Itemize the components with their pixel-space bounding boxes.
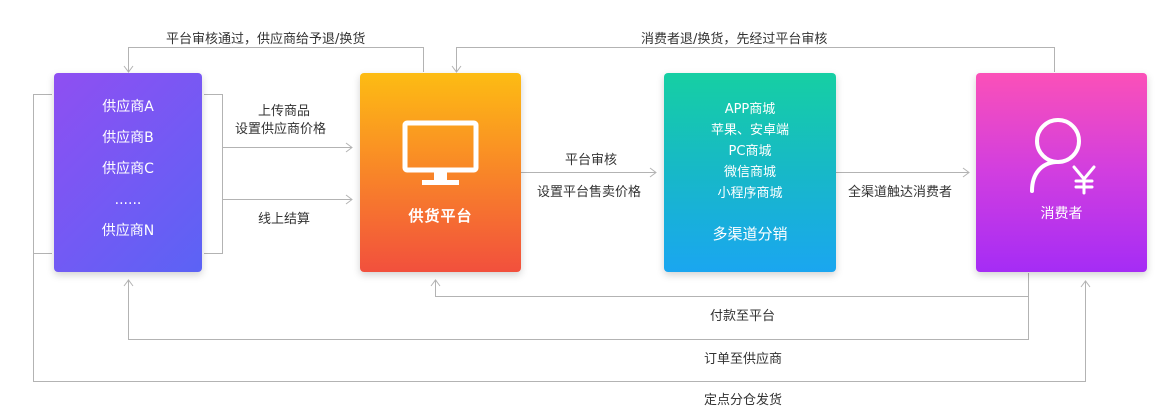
platform-label: 供货平台 [408, 207, 473, 225]
warehouse-ship-label: 定点分仓发货 [704, 393, 783, 408]
order-line [128, 280, 1029, 340]
channel-list: APP商城 苹果、安卓端 PC商城 微信商城 小程序商城 [664, 101, 836, 206]
platform-review-label: 平台审核 [565, 153, 618, 168]
order-arrowhead [123, 279, 134, 287]
channel-item: PC商城 [728, 144, 772, 159]
consumer-return-label: 消费者退/换货，先经过平台审核 [641, 32, 828, 47]
pay-line [435, 273, 1029, 297]
set-sale-price-label: 设置平台售卖价格 [537, 185, 642, 200]
return-approved-label: 平台审核通过，供应商给予退/换货 [166, 32, 366, 47]
reach-consumer-label: 全渠道触达消费者 [848, 185, 953, 200]
channel-item: APP商城 [724, 102, 776, 117]
consumer-return-line [456, 47, 1055, 72]
channel-item: 小程序商城 [717, 186, 783, 201]
channels-box: APP商城 苹果、安卓端 PC商城 微信商城 小程序商城 多渠道分销 [664, 73, 836, 272]
supplier-list: 供应商A 供应商B 供应商C ...... 供应商N [54, 98, 202, 253]
supplier-item: 供应商C [102, 161, 154, 177]
pay-to-platform-label: 付款至平台 [710, 309, 776, 324]
set-supplier-price-label: 设置供应商价格 [235, 122, 327, 137]
consumer-return-arrowhead [451, 65, 462, 73]
supplier-right-bracket [204, 94, 223, 254]
supplier-left-bracket [33, 94, 52, 254]
supplier-item: 供应商A [102, 99, 154, 115]
reach-arrowhead [962, 167, 970, 178]
pay-arrowhead [430, 279, 441, 287]
monitor-icon [402, 120, 479, 185]
suppliers-box: 供应商A 供应商B 供应商C ...... 供应商N [54, 73, 202, 272]
upload-arrowhead [345, 142, 353, 153]
channel-item: 微信商城 [723, 165, 776, 180]
ship-line [33, 253, 1086, 382]
consumer-box: 消费者 [976, 73, 1147, 272]
channel-item: 苹果、安卓端 [710, 123, 789, 138]
return-to-supplier-line [128, 47, 424, 72]
platform-box: 供货平台 [360, 73, 521, 272]
user-yen-icon [1030, 118, 1096, 195]
upload-goods-label: 上传商品 [258, 104, 311, 119]
settlement-arrowhead [345, 194, 353, 205]
multi-channel-label: 多渠道分销 [712, 225, 788, 243]
supplier-ellipsis: ...... [114, 192, 142, 208]
consumer-label: 消费者 [1040, 206, 1083, 222]
return-to-supplier-arrowhead [123, 65, 134, 73]
review-arrowhead [649, 167, 657, 178]
online-settlement-label: 线上结算 [258, 212, 311, 227]
ship-arrowhead [1080, 280, 1091, 288]
order-to-supplier-label: 订单至供应商 [704, 352, 783, 367]
supplier-item: 供应商N [101, 223, 155, 239]
supplier-item: 供应商B [102, 130, 154, 146]
